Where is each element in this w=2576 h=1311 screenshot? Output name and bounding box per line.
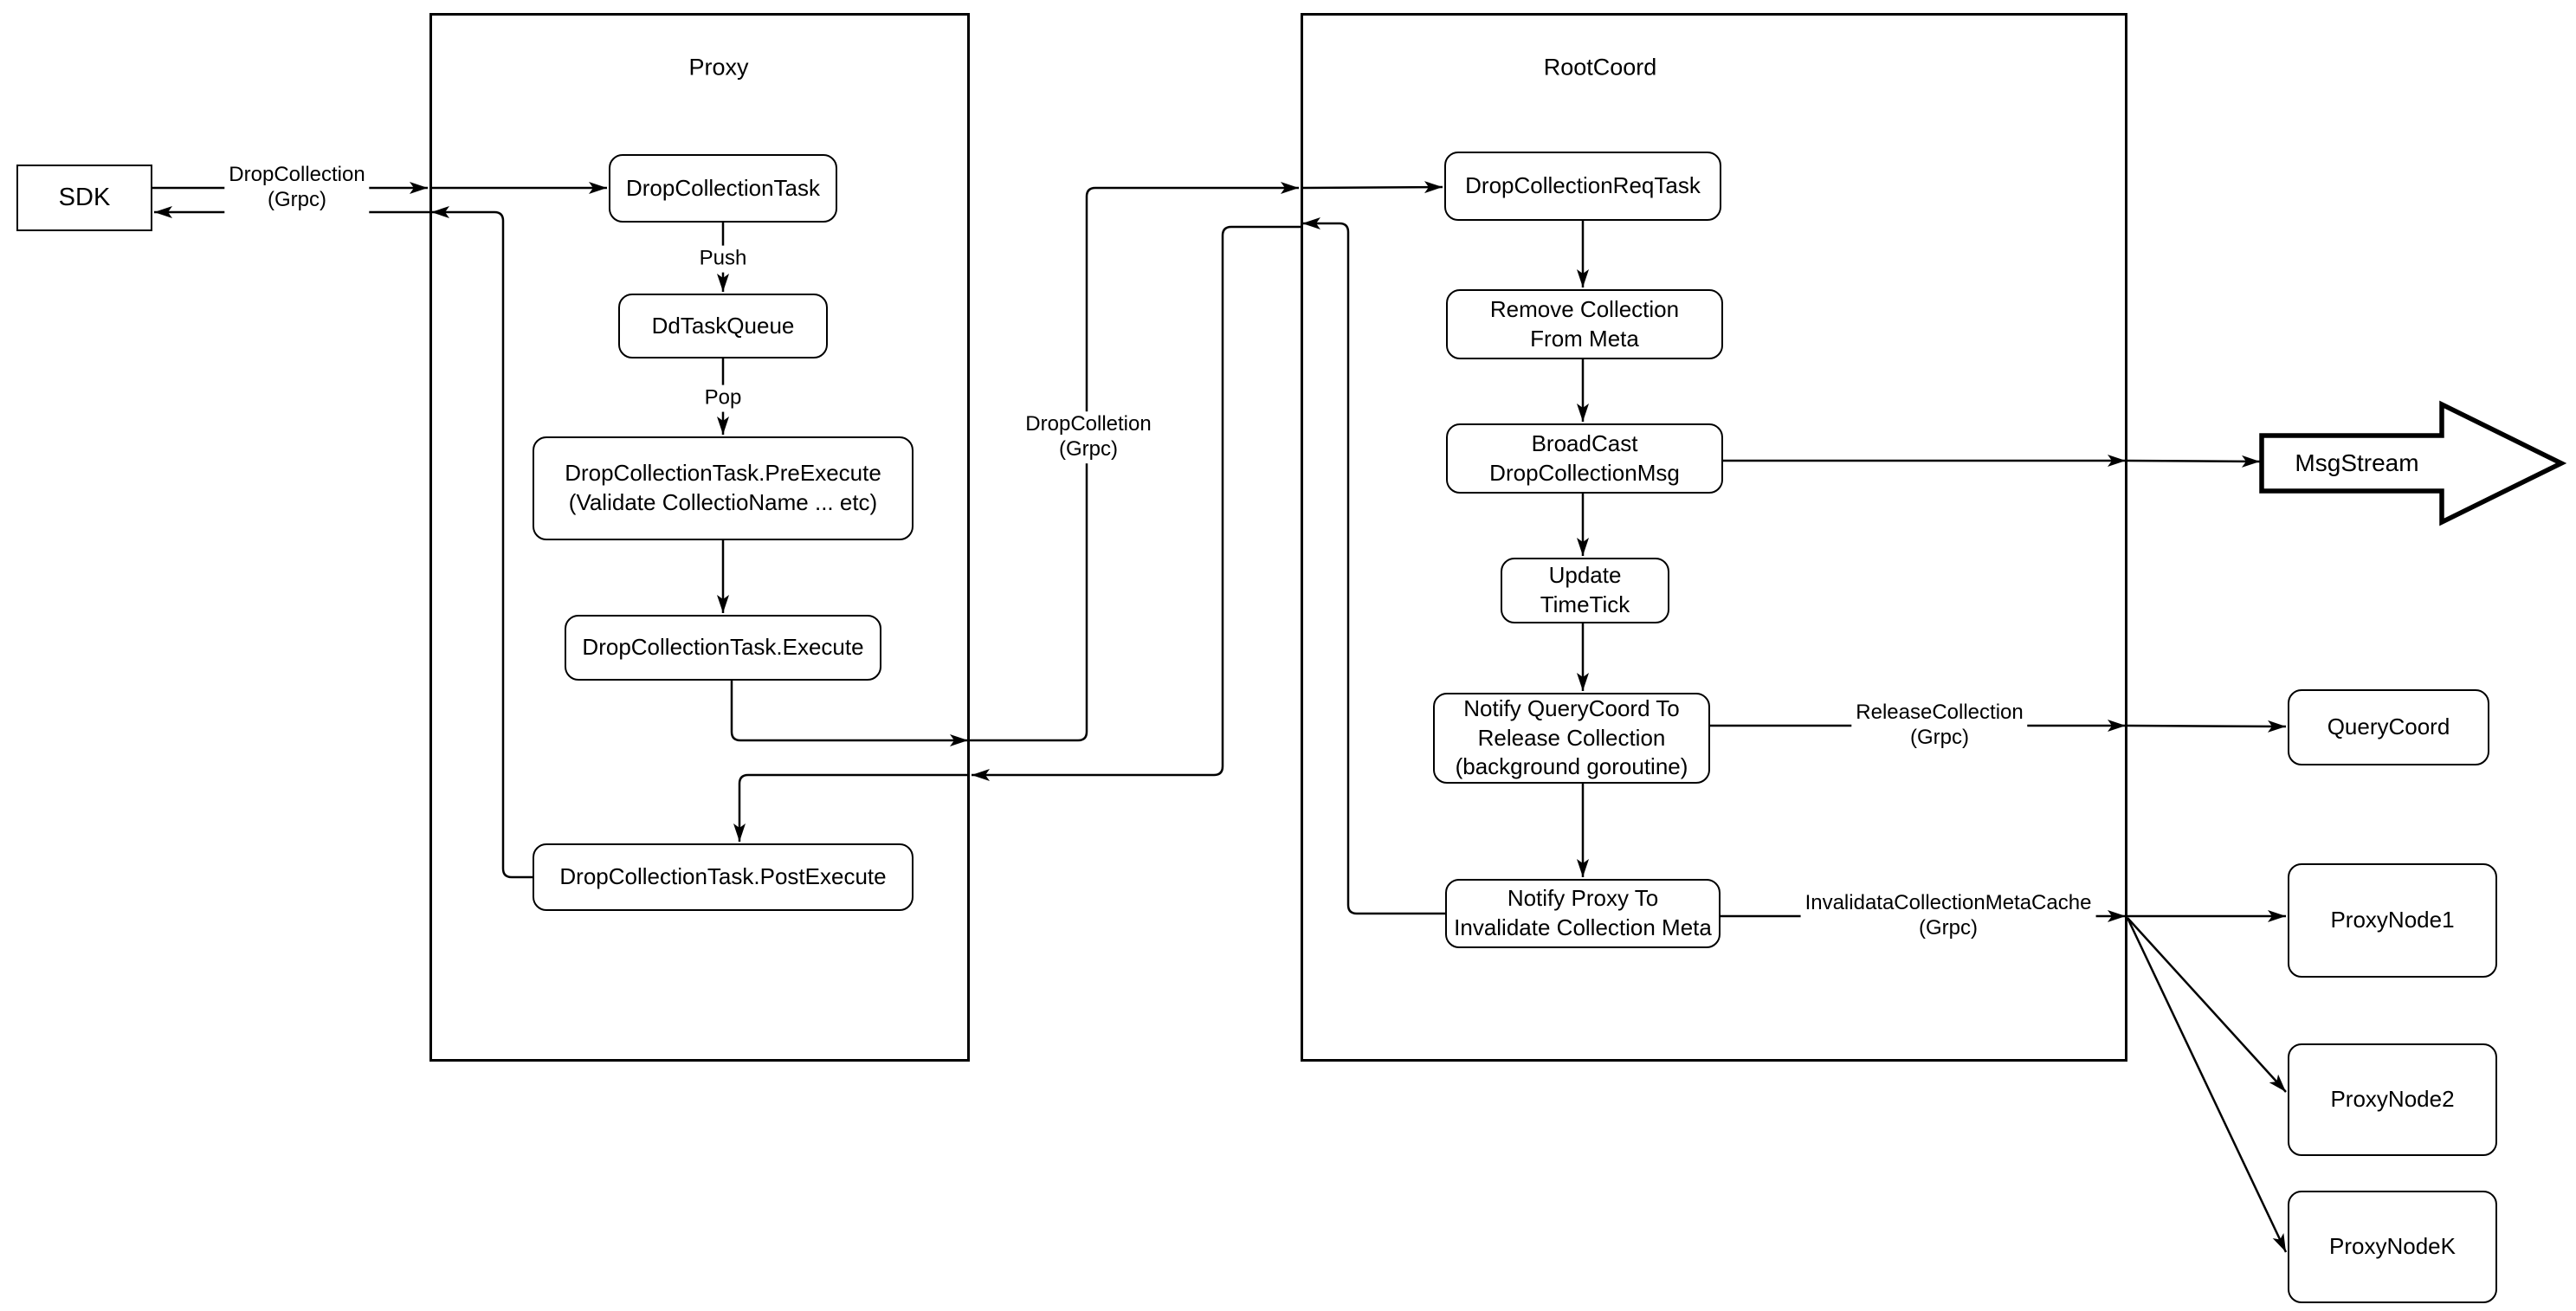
edge-rootcoord-border-to-msgstream [2127,455,2261,468]
drop-collection-req-task-label: DropCollectionReqTask [1465,172,1701,199]
drop-collection-task-node: DropCollectionTask [609,154,837,223]
edge-label-releasecollection-grpc: ReleaseCollection (Grpc) [1851,700,2028,752]
edge-border-to-querycoord [2127,720,2287,733]
notify-proxy-node: Notify Proxy To Invalidate Collection Me… [1445,879,1721,948]
drop-collection-req-task-node: DropCollectionReqTask [1444,152,1721,221]
proxynode2-label: ProxyNode2 [2330,1086,2455,1113]
edge-rootcoord-border-to-reqtask [1300,181,1443,194]
edge-label-dropcollection-grpc: DropCollection (Grpc) [224,162,370,214]
edge-border-to-proxynodek [2126,917,2288,1253]
proxynode2-node: ProxyNode2 [2288,1043,2497,1156]
proxynode1-node: ProxyNode1 [2288,863,2497,978]
sdk-label: SDK [58,183,111,211]
notify-proxy-label: Notify Proxy To Invalidate Collection Me… [1454,885,1712,940]
notify-querycoord-node: Notify QueryCoord To Release Collection … [1433,693,1710,784]
notify-querycoord-label: Notify QueryCoord To Release Collection … [1455,694,1688,780]
drop-collection-task-label: DropCollectionTask [626,174,820,201]
edge-return-to-postexecute [733,773,970,842]
update-timetick-label: Update TimeTick [1540,562,1630,617]
edge-proxy-to-rootcoord-border [970,182,1299,742]
remove-collection-label: Remove Collection From Meta [1489,295,1680,352]
update-timetick-node: Update TimeTick [1501,558,1669,623]
edge-label-invalidatacollectionmetacache-grpc: InvalidataCollectionMetaCache (Grpc) [1800,890,2096,942]
execute-label: DropCollectionTask.Execute [582,634,864,661]
proxynodek-node: ProxyNodeK [2288,1191,2497,1303]
edge-return-to-proxy-border [972,225,1301,781]
sdk-node: SDK [16,165,152,231]
pre-execute-label: DropCollectionTask.PreExecute (Validate … [565,460,881,515]
edge-label-pop: Pop [700,384,746,412]
dd-task-queue-node: DdTaskQueue [618,294,828,358]
edge-label-dropcolletion-grpc: DropColletion (Grpc) [1021,411,1156,463]
remove-collection-node: Remove Collection From Meta [1446,289,1723,359]
proxynodek-label: ProxyNodeK [2329,1233,2456,1260]
dd-task-queue-label: DdTaskQueue [651,312,795,339]
post-execute-label: DropCollectionTask.PostExecute [559,863,887,890]
edge-border-to-proxynode2 [2127,917,2287,1093]
edge-postexecute-to-proxy-border [431,206,533,879]
msgstream-arrow-shape [2259,400,2567,526]
proxynode1-label: ProxyNode1 [2330,907,2455,933]
execute-node: DropCollectionTask.Execute [565,615,881,681]
querycoord-label: QueryCoord [2327,714,2450,740]
edge-execute-to-proxy-border [730,681,968,746]
post-execute-node: DropCollectionTask.PostExecute [533,843,914,911]
pre-execute-node: DropCollectionTask.PreExecute (Validate … [533,436,914,540]
broadcast-label: BroadCast DropCollectionMsg [1489,429,1680,486]
edge-return-notifyproxy-to-rootcoord-border [1302,217,1445,915]
rootcoord-container-title: RootCoord [1543,54,1657,81]
msgstream-label: MsgStream [2295,449,2419,476]
querycoord-node: QueryCoord [2288,689,2489,765]
edge-label-push: Push [694,245,752,273]
proxy-container-title: Proxy [688,54,749,81]
broadcast-node: BroadCast DropCollectionMsg [1446,423,1723,494]
